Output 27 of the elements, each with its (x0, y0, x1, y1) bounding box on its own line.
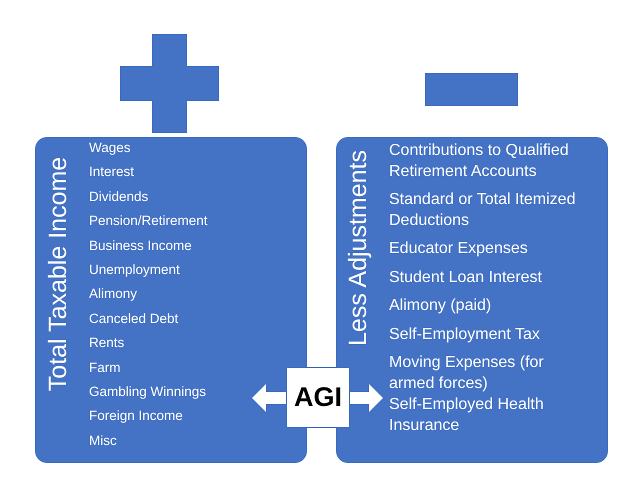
arrow (252, 384, 286, 412)
arrow (350, 384, 383, 412)
list-item: Business Income (89, 238, 192, 254)
list-item: Moving Expenses (for armed forces) (389, 352, 545, 394)
list-item: Self-Employment Tax (389, 324, 541, 344)
list-item: Foreign Income (89, 408, 183, 424)
list-item: Student Loan Interest (389, 268, 543, 288)
result-label: AGI (294, 382, 342, 412)
panel-title: Total Taxable Income (44, 156, 72, 391)
list-item: Dividends (89, 188, 148, 205)
list-item: Self-Employed Health Insurance (389, 394, 545, 436)
list-item: Farm (89, 360, 120, 376)
panel-title: Less Adjustments (344, 150, 372, 346)
list-item: Alimony (paid) (389, 296, 492, 316)
list-item: Alimony (89, 286, 138, 302)
list-item: Contributions to Qualified Retirement Accounts (389, 140, 570, 182)
list-item: Standard or Total Itemized Deductions (389, 190, 576, 230)
list-item: Pension/Retirement (89, 213, 208, 230)
list-item: Interest (89, 164, 134, 180)
list-item: Gambling Winnings (89, 384, 206, 400)
list-item: Educator Expenses (389, 238, 529, 258)
list-item: Wages (89, 140, 131, 156)
list-item: Unemployment (89, 262, 180, 278)
list-item: Rents (89, 335, 124, 352)
result-box (286, 367, 350, 428)
list-item: Misc (89, 432, 117, 449)
list-item: Canceled Debt (89, 310, 178, 327)
